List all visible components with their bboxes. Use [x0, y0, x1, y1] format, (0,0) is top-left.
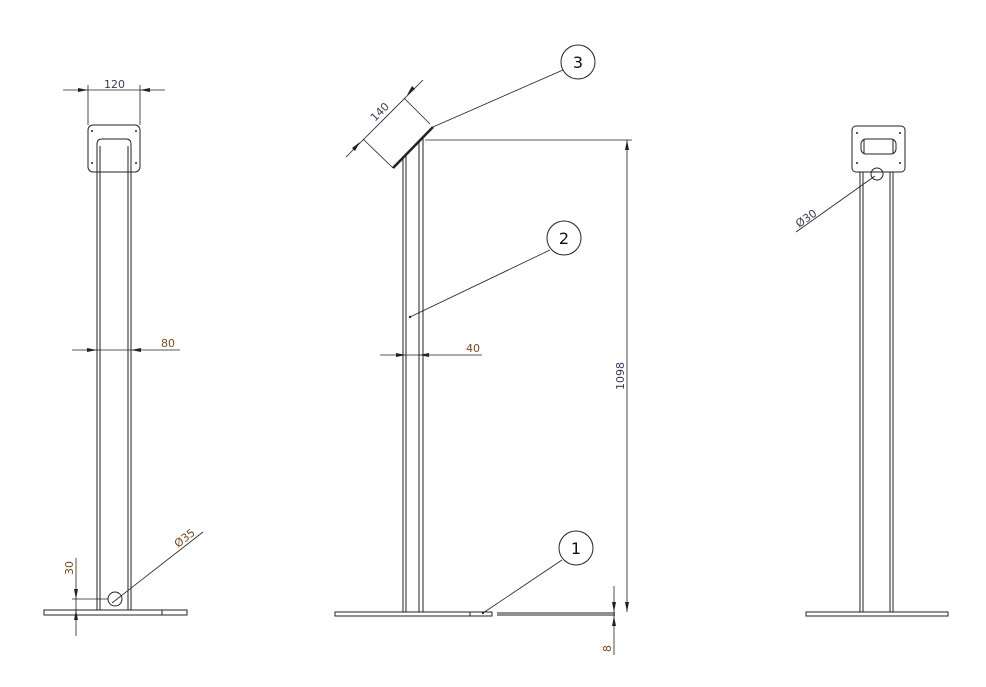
svg-text:3: 3	[573, 53, 583, 72]
svg-text:1: 1	[571, 539, 581, 558]
svg-text:2: 2	[559, 229, 569, 248]
back-view: Ø30	[793, 125, 949, 617]
side-view: 140 1098 40 8 3 2 1	[334, 44, 632, 655]
balloon-1: 1	[558, 530, 594, 566]
cable-hole	[107, 591, 123, 607]
plate-slot	[860, 138, 897, 155]
dim-overall-height: 1098	[614, 362, 627, 390]
column-outer	[96, 138, 132, 610]
base-plate	[334, 611, 493, 617]
tilted-plate	[392, 126, 434, 169]
dim-hole-diameter-back: Ø30	[793, 207, 819, 231]
balloon-3: 3	[560, 44, 596, 80]
dim-plate-depth: 140	[368, 100, 392, 124]
base-plate	[805, 611, 949, 617]
dim-hole-height: 30	[63, 561, 76, 575]
dim-column-width-front: 80	[161, 337, 175, 350]
dim-plate-width: 120	[104, 78, 125, 91]
mounting-plate	[851, 125, 906, 173]
base-plate	[43, 609, 188, 616]
front-view: 120 80 Ø35 30	[43, 78, 204, 636]
cable-hole	[870, 167, 884, 181]
mounting-plate	[87, 124, 141, 173]
dim-base-thickness: 8	[601, 645, 614, 652]
dim-column-width-side: 40	[466, 342, 480, 355]
dim-hole-diameter-front: Ø35	[172, 526, 198, 550]
balloon-2: 2	[546, 220, 582, 256]
